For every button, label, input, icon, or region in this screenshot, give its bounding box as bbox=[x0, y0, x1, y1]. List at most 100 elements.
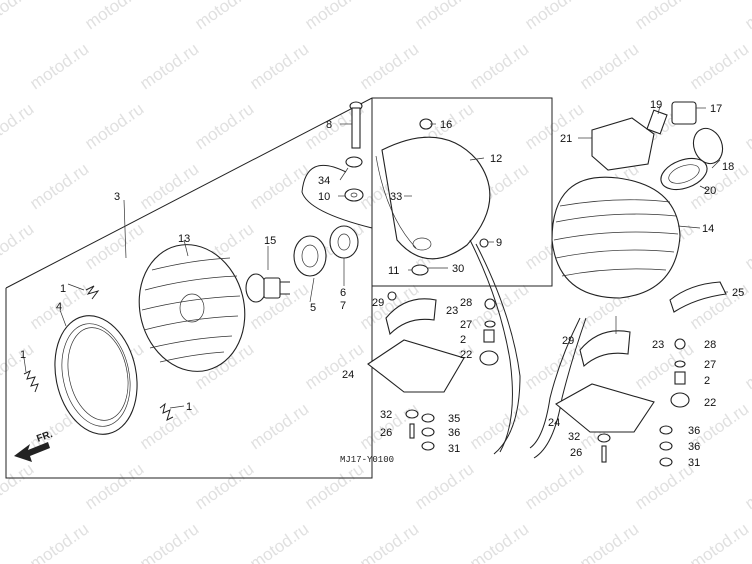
label-part-18: 18 bbox=[722, 161, 734, 173]
bulb-socket[interactable] bbox=[293, 235, 327, 277]
label-part-20: 20 bbox=[704, 185, 716, 197]
label-part-16: 16 bbox=[440, 119, 452, 131]
bolt-26-left[interactable] bbox=[409, 423, 415, 439]
label-part-6: 6 bbox=[340, 287, 346, 299]
watermark-text: motod.ru bbox=[741, 99, 752, 153]
headlight-rim[interactable] bbox=[44, 308, 147, 442]
label-part-24-left: 24 bbox=[342, 369, 354, 381]
label-part-28-left: 28 bbox=[460, 297, 472, 309]
watermark-text: motod.ru bbox=[466, 39, 532, 93]
spring-clip-upper[interactable] bbox=[85, 285, 100, 300]
label-part-34: 34 bbox=[318, 175, 330, 187]
watermark-text: motod.ru bbox=[81, 459, 147, 513]
nut-31-right[interactable] bbox=[659, 457, 673, 467]
watermark-text: motod.ru bbox=[686, 39, 752, 93]
watermark-text: motod.ru bbox=[521, 99, 587, 153]
label-part-36-right-b: 36 bbox=[688, 441, 700, 453]
label-part-15: 15 bbox=[264, 235, 276, 247]
watermark-text: motod.ru bbox=[26, 159, 92, 213]
collar-2-left[interactable] bbox=[483, 329, 495, 343]
label-part-29-left: 29 bbox=[372, 297, 384, 309]
label-part-31-left: 31 bbox=[448, 443, 460, 455]
label-part-36-right: 36 bbox=[688, 425, 700, 437]
watermark-text: motod.ru bbox=[136, 159, 202, 213]
watermark-text: motod.ru bbox=[191, 0, 257, 33]
label-part-32-left: 32 bbox=[380, 409, 392, 421]
collar-34[interactable] bbox=[345, 156, 363, 168]
relay-bracket-21[interactable] bbox=[591, 117, 655, 171]
headlight-unit[interactable] bbox=[126, 233, 258, 382]
washer-36-left[interactable] bbox=[421, 427, 435, 437]
stay-plate-left[interactable] bbox=[367, 339, 465, 393]
bolt-28-left[interactable] bbox=[484, 298, 496, 310]
label-part-5: 5 bbox=[310, 302, 316, 314]
stay-plate-right[interactable] bbox=[555, 383, 655, 433]
watermark-text: motod.ru bbox=[136, 39, 202, 93]
front-direction-arrow: FR. bbox=[14, 429, 54, 462]
label-part-17: 17 bbox=[710, 103, 722, 115]
cushion-22-right[interactable] bbox=[670, 392, 690, 408]
socket-grommet[interactable] bbox=[329, 225, 359, 259]
label-part-32-right: 32 bbox=[568, 431, 580, 443]
collar-2-right[interactable] bbox=[674, 371, 686, 385]
wire-harness bbox=[301, 164, 587, 459]
watermark-text: motod.ru bbox=[741, 219, 752, 273]
washer-36-right[interactable] bbox=[659, 425, 673, 435]
spring-clip-left[interactable] bbox=[23, 369, 39, 393]
lens-ring-20[interactable] bbox=[657, 153, 712, 196]
washer-27-left[interactable] bbox=[484, 320, 496, 328]
label-part-22-left: 22 bbox=[460, 349, 472, 361]
watermark-text: motod.ru bbox=[521, 0, 587, 33]
watermark-text: motod.ru bbox=[466, 279, 532, 333]
watermark-text: motod.ru bbox=[576, 39, 642, 93]
washer-32-right[interactable] bbox=[597, 433, 611, 443]
watermark-text: motod.ru bbox=[136, 519, 202, 564]
mount-clamp-right[interactable] bbox=[579, 330, 631, 368]
relay-17[interactable] bbox=[671, 101, 697, 125]
nut-31-left[interactable] bbox=[421, 441, 435, 451]
label-part-23-right: 23 bbox=[652, 339, 664, 351]
mount-clamp-left[interactable] bbox=[385, 298, 437, 336]
washer-35-left[interactable] bbox=[421, 413, 435, 423]
label-part-3: 3 bbox=[114, 191, 120, 203]
bolt-28-right[interactable] bbox=[674, 338, 686, 350]
label-part-12: 12 bbox=[490, 153, 502, 165]
label-part-2-left: 2 bbox=[460, 334, 466, 346]
washer-11[interactable] bbox=[411, 264, 429, 276]
connector-19[interactable] bbox=[646, 109, 668, 135]
label-part-9: 9 bbox=[496, 237, 502, 249]
label-part-2-right: 2 bbox=[704, 375, 710, 387]
watermark-text: motod.ru bbox=[741, 339, 752, 393]
washer-10[interactable] bbox=[344, 188, 364, 202]
screw-9[interactable] bbox=[479, 238, 489, 248]
leader-lines bbox=[23, 105, 728, 409]
bulb-holder-18[interactable] bbox=[689, 124, 728, 167]
label-part-19: 19 bbox=[650, 99, 662, 111]
spring-clip-lower[interactable] bbox=[159, 402, 174, 421]
label-part-27-right: 27 bbox=[704, 359, 716, 371]
headlight-case[interactable] bbox=[375, 136, 491, 260]
label-part-4: 4 bbox=[56, 301, 62, 313]
watermark-text: motod.ru bbox=[81, 0, 147, 33]
watermark-text: motod.ru bbox=[631, 339, 697, 393]
diagram-code: MJ17-Y0100 bbox=[340, 455, 394, 465]
headlight-bulb[interactable] bbox=[245, 273, 290, 303]
watermark-text: motod.ru bbox=[741, 0, 752, 33]
watermark-text: motod.ru bbox=[0, 0, 37, 33]
stay-25[interactable] bbox=[669, 281, 727, 313]
label-part-1-left: 1 bbox=[20, 349, 26, 361]
washer-36-right-b[interactable] bbox=[659, 441, 673, 451]
label-part-23-left: 23 bbox=[446, 305, 458, 317]
watermark-text: motod.ru bbox=[0, 219, 37, 273]
washer-32-left[interactable] bbox=[405, 409, 419, 419]
bolt-26-right[interactable] bbox=[601, 445, 607, 463]
cushion-22-left[interactable] bbox=[479, 350, 499, 366]
bolt-8[interactable] bbox=[349, 101, 363, 149]
watermark-text: motod.ru bbox=[466, 399, 532, 453]
right-headlight[interactable] bbox=[551, 176, 681, 299]
watermark-text: motod.ru bbox=[411, 459, 477, 513]
bolt-29-left[interactable] bbox=[387, 291, 397, 301]
label-part-13: 13 bbox=[178, 233, 190, 245]
washer-27-right[interactable] bbox=[674, 360, 686, 368]
watermark-text: motod.ru bbox=[26, 519, 92, 564]
